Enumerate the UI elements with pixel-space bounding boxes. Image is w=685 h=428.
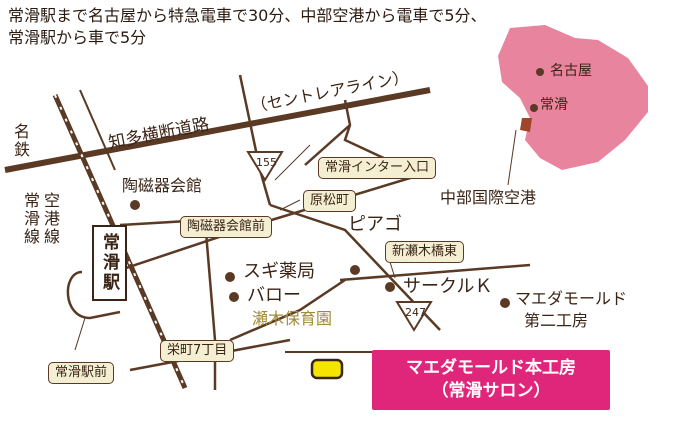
inset-dot-nagoya: [536, 68, 544, 76]
inset-land: [498, 25, 648, 170]
inset-airport: [520, 118, 532, 132]
route-247-number: 247: [405, 306, 426, 319]
railway-ties: [54, 94, 186, 389]
barrow-label: バロー: [247, 285, 301, 306]
destination-line2: （常滑サロン）: [431, 380, 551, 401]
tokoname-line-label: 常滑線: [21, 192, 40, 246]
access-text-line2: 常滑駅から車で5分: [8, 28, 147, 47]
landmark-dot-icon-sugi: [225, 272, 235, 282]
west-local-road: [119, 218, 217, 390]
leader-ic: [274, 144, 311, 181]
road-247: [339, 263, 531, 282]
shinsegi-higashi-label: 新瀬木橋東: [385, 241, 465, 264]
road-247-south: [229, 278, 346, 342]
destination-line1: マエダモールド本工房: [406, 358, 576, 378]
sakaemachi-label: 栄町7丁目: [160, 340, 235, 363]
leader-haramatsu: [279, 199, 301, 211]
tokoname-ic-label: 常滑インター入口: [318, 157, 437, 180]
sugi-label: スギ薬局: [243, 261, 315, 282]
destination-label: マエダモールド本工房 （常滑サロン）: [372, 350, 610, 410]
tokoname-station: 常滑駅: [92, 225, 127, 301]
landmark-dot-icon-circle-k: [385, 282, 395, 292]
meitetsu-label: 名鉄: [11, 123, 30, 159]
piago-label: ピアゴ: [348, 214, 402, 235]
inset-tokoname-label: 常滑: [540, 97, 568, 113]
maeda-second-label-line1: マエダモールド: [515, 289, 628, 308]
toujikikaikan-label: 陶磁器会館: [122, 176, 203, 195]
landmark-dot-icon-toujikikaikan: [130, 200, 140, 210]
road-west-parallel: [79, 89, 116, 171]
destination-marker-icon: [310, 358, 344, 380]
station-loop-road: [66, 270, 121, 320]
inset-airport-label: 中部国際空港: [440, 188, 537, 207]
leader-station-front: [74, 317, 86, 351]
route-shield-icon-247: [395, 301, 433, 332]
inset-leader: [507, 129, 517, 186]
maeda-second-label-line2: 第二工房: [524, 311, 589, 330]
road-ic-down: [304, 124, 351, 166]
leader-shinsegi: [389, 261, 396, 279]
chita-oudan-road: [4, 87, 431, 173]
circle-k-label: サークルＫ: [403, 276, 493, 297]
toujikikaikan-mae-label: 陶磁器会館前: [180, 216, 273, 239]
access-text-line1: 常滑駅まで名古屋から特急電車で30分、中部空港から電車で5分、: [8, 6, 487, 25]
landmark-dot-icon-piago: [350, 265, 360, 275]
airport-line-label: 空港線: [41, 192, 60, 246]
landmark-dot-icon-barrow: [229, 292, 239, 302]
inset-dot-tokoname: [530, 104, 538, 112]
inset-nagoya-label: 名古屋: [550, 63, 592, 79]
seki-hoikuen-label: 瀬木保育園: [252, 309, 333, 328]
station-front-label: 常滑駅前: [48, 362, 115, 385]
route-155-number: 155: [256, 156, 277, 169]
haramatsucho-label: 原松町: [303, 190, 357, 213]
main-road-south: [269, 203, 441, 331]
route-shield-icon-155: [246, 151, 284, 182]
landmark-dot-icon-maeda-second: [500, 298, 510, 308]
